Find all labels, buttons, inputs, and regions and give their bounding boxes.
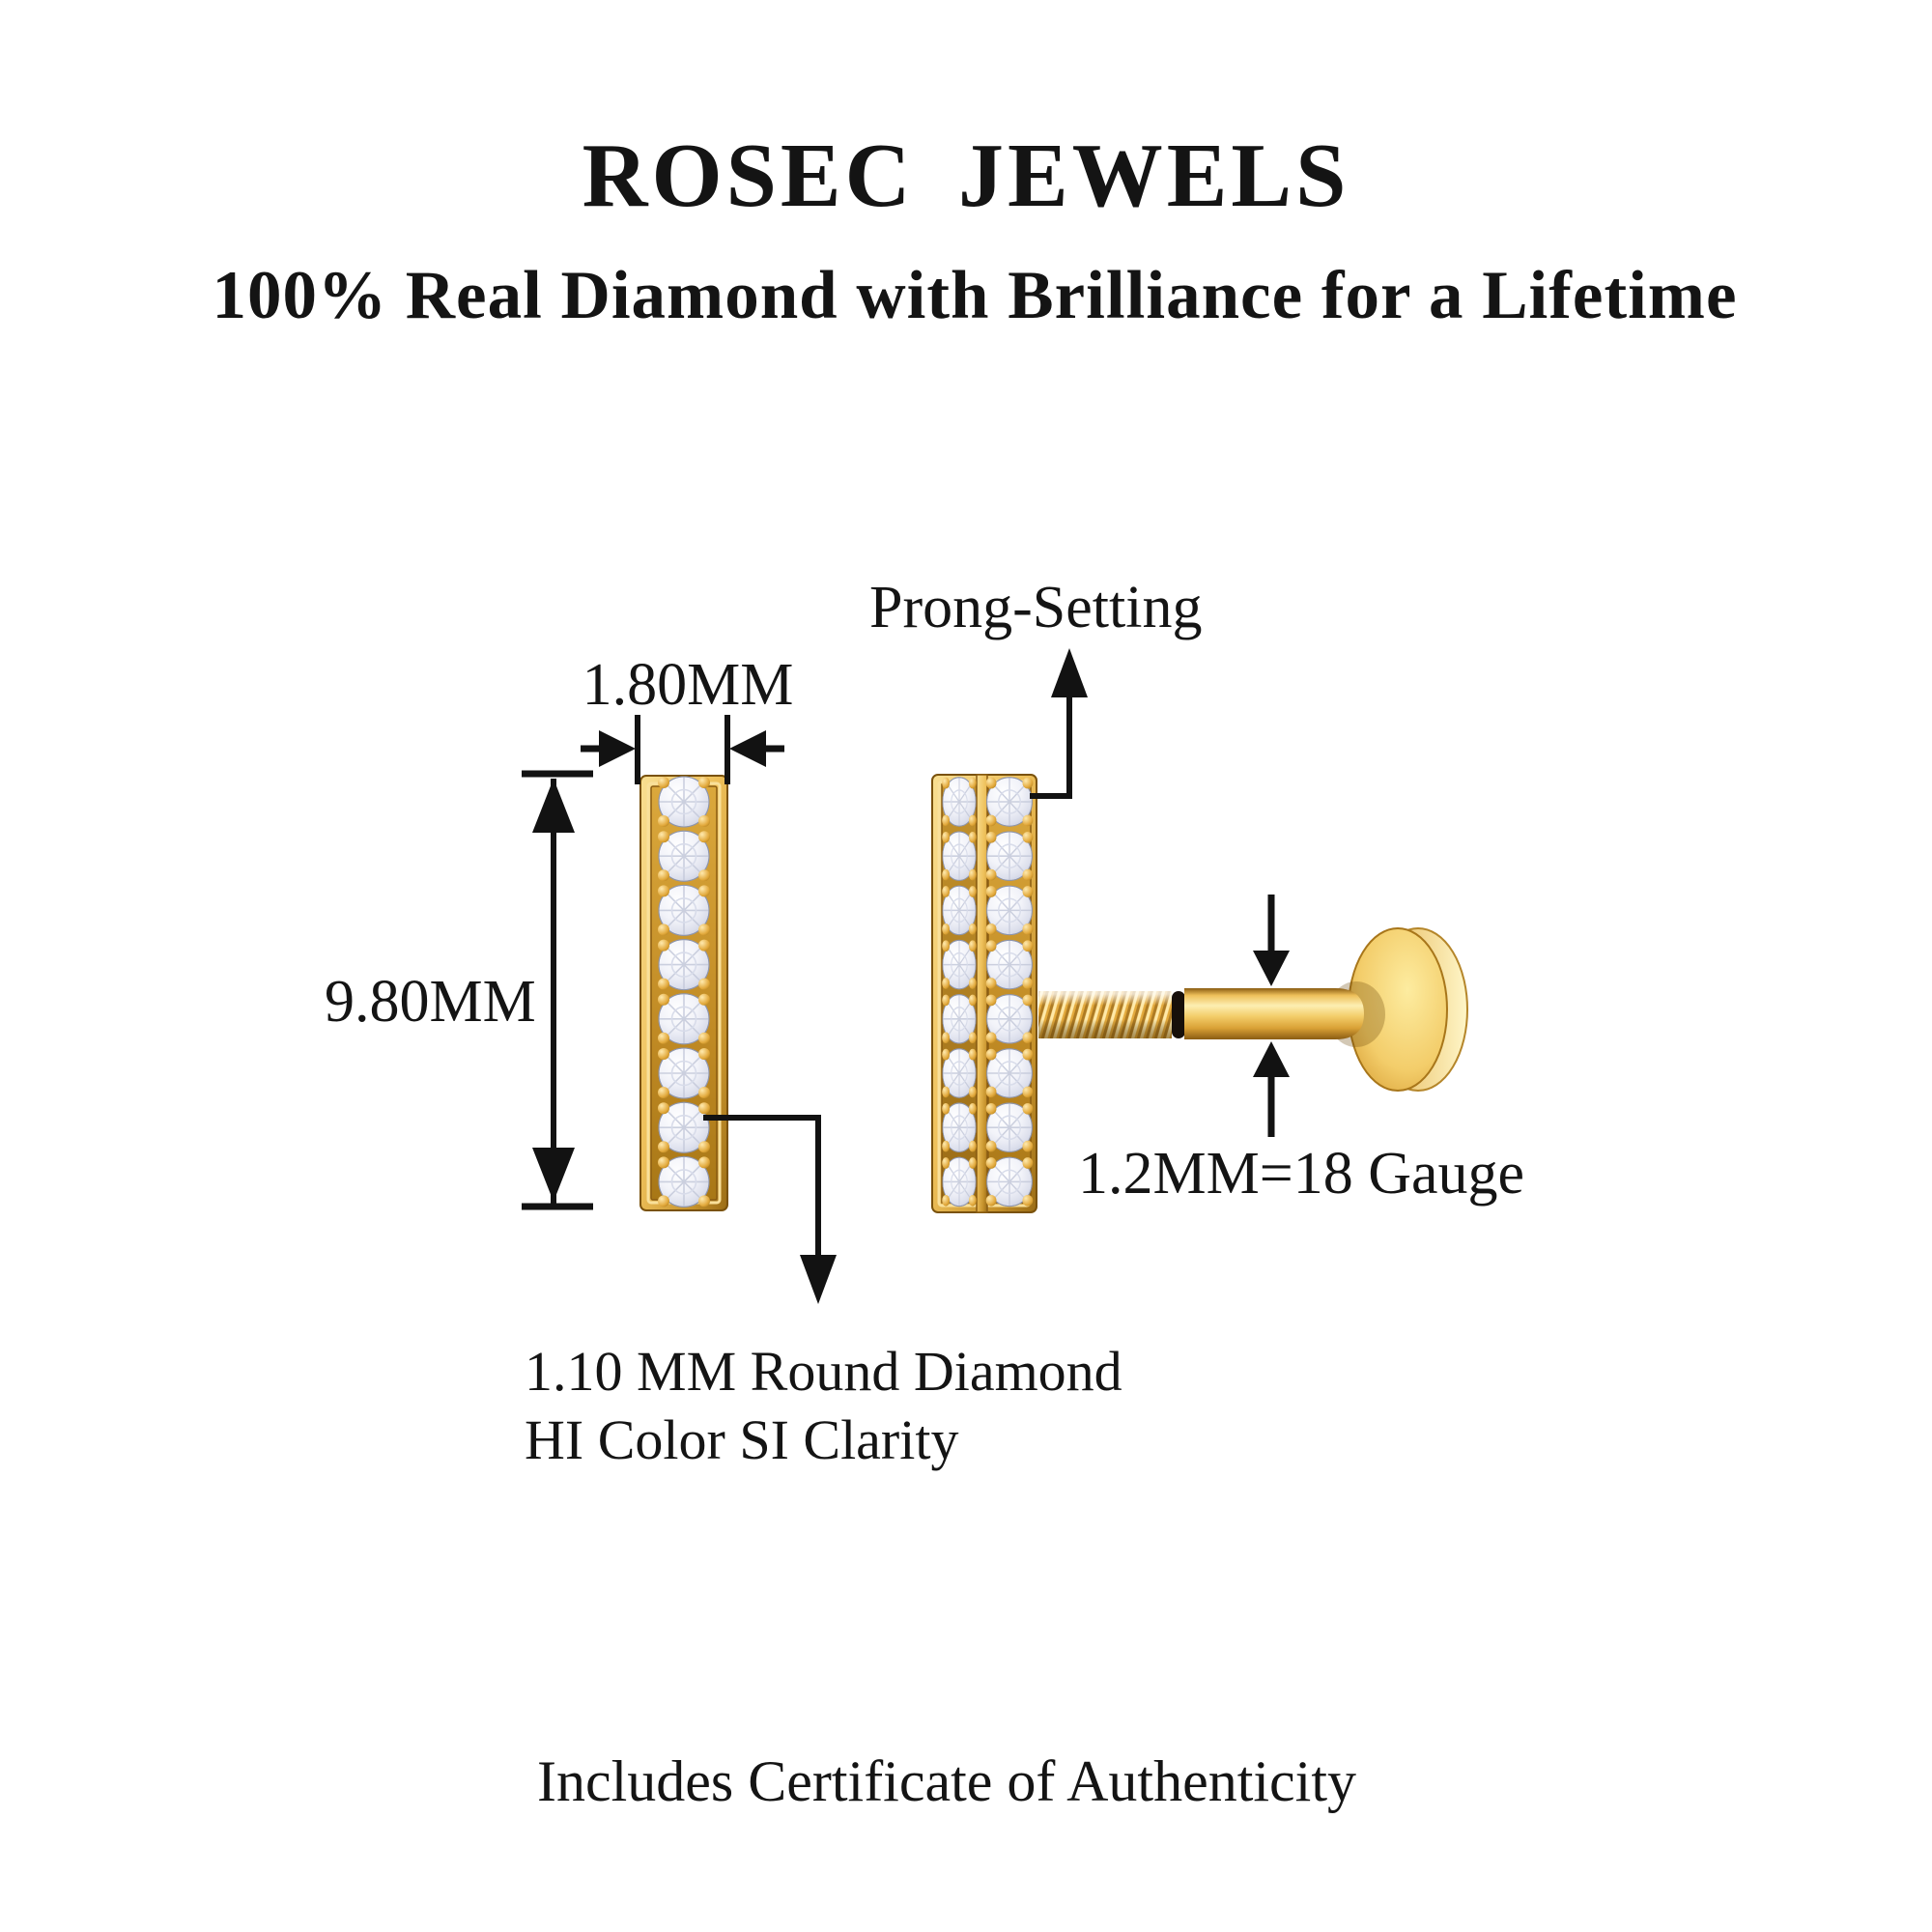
round-diamond [657,993,711,1045]
round-diamond [984,1102,1035,1153]
round-diamond [941,1102,978,1153]
round-diamond [941,1156,978,1208]
right-earring-side-view [931,774,1468,1213]
round-diamond [941,1048,978,1098]
diamond-spec-leader [703,1115,837,1304]
diamond-spec-label: 1.10 MM Round Diamond HI Color SI Clarit… [525,1337,1122,1474]
round-diamond [984,777,1035,827]
round-diamond [984,1048,1035,1098]
arrow-down-icon [800,1255,837,1304]
smooth-post [1184,988,1364,1039]
diamond-spec-line2: HI Color SI Clarity [525,1408,959,1471]
round-diamond [941,831,978,882]
arrow-up-icon [1253,1041,1290,1077]
round-diamond [941,939,978,990]
round-diamond [941,777,978,827]
round-diamond [657,884,711,937]
round-diamond [984,1156,1035,1208]
post-gauge-label: 1.2MM=18 Gauge [1078,1141,1525,1207]
round-diamond [657,776,711,828]
arrow-up-icon [1051,648,1088,697]
left-earring-front-view [639,775,728,1211]
prong-setting-label: Prong-Setting [869,575,1203,640]
prong-setting-leader [1030,648,1088,799]
round-diamond [657,1101,711,1153]
gauge-dimension [1253,895,1290,1137]
round-diamond [984,885,1035,936]
round-diamond [941,885,978,936]
height-dimension [522,770,593,1210]
round-diamond [657,938,711,991]
bar-height-label: 9.80MM [325,969,536,1035]
bar-width-label: 1.80MM [582,652,794,718]
right-bar [931,774,1037,1213]
width-dimension [581,715,784,784]
post-o-ring [1172,991,1185,1038]
brand-title: ROSEC JEWELS [582,126,1350,226]
arrow-left-icon [729,730,766,767]
brand-tagline: 100% Real Diamond with Brilliance for a … [212,258,1738,333]
round-diamond [657,830,711,883]
round-diamond [984,831,1035,882]
arrow-right-icon [599,730,636,767]
arrow-down-icon [1253,951,1290,986]
certificate-note: Includes Certificate of Authenticity [536,1749,1357,1813]
diamond-spec-line1: 1.10 MM Round Diamond [525,1340,1122,1403]
dimension-annotations [522,648,1290,1304]
arrow-up-icon [532,779,575,833]
round-diamond [941,993,978,1044]
round-diamond [984,993,1035,1044]
round-diamond [657,1155,711,1208]
round-diamond [657,1047,711,1099]
arrow-down-icon [532,1148,575,1202]
screw-post-threads [1038,991,1172,1038]
round-diamond [984,939,1035,990]
